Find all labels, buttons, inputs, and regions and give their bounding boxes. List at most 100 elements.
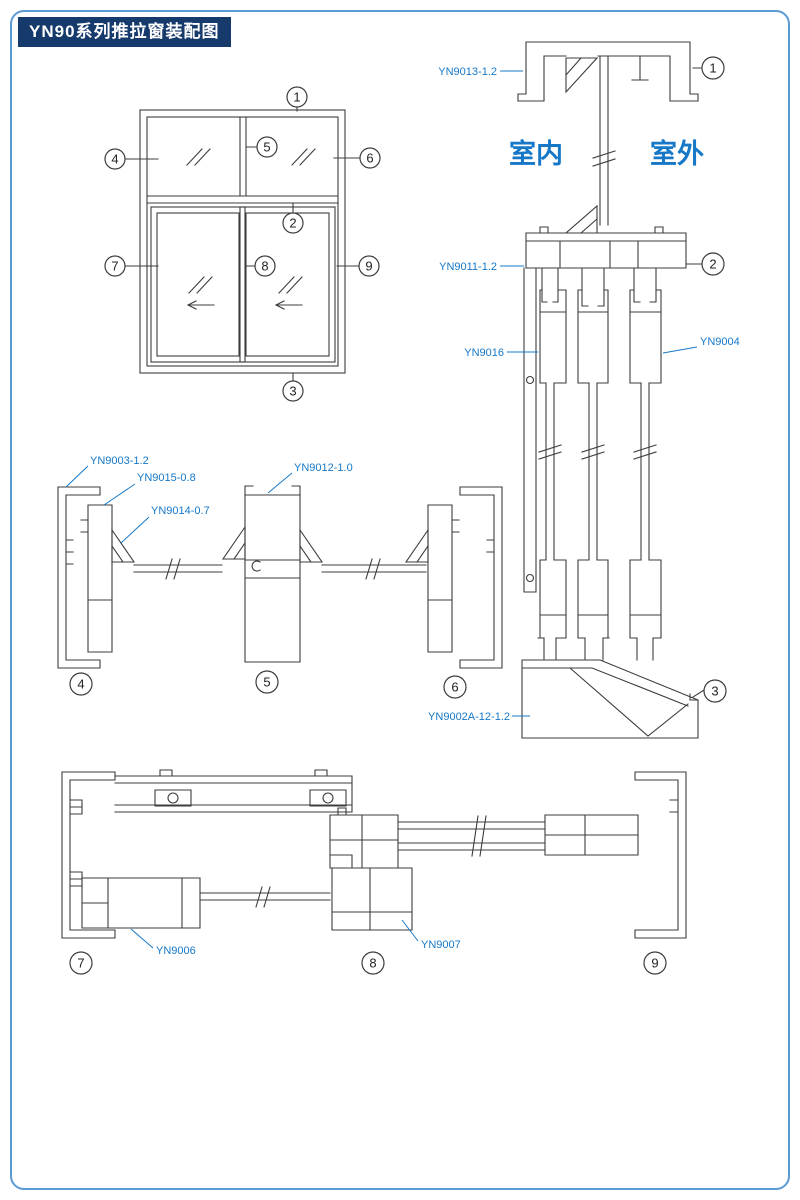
part-label-yn9004: YN9004 bbox=[700, 336, 740, 348]
callout-1: 1 bbox=[286, 86, 308, 108]
callout-1-section: 1 bbox=[701, 56, 725, 80]
callout-number: 6 bbox=[366, 151, 373, 166]
label-leader bbox=[120, 516, 150, 544]
stile-4-profile bbox=[80, 504, 136, 653]
callout-circle bbox=[104, 255, 126, 277]
screw-symbol bbox=[525, 573, 535, 583]
indoor-label: 室内 bbox=[509, 138, 563, 169]
callout-circle bbox=[282, 380, 304, 402]
outdoor-label: 室外 bbox=[650, 138, 704, 169]
slide-arrow-right-sash bbox=[275, 300, 303, 310]
callout-7: 7 bbox=[104, 255, 126, 277]
section-callout-leaders bbox=[686, 67, 705, 698]
callout-3: 3 bbox=[282, 380, 304, 402]
callout-4-section: 4 bbox=[69, 672, 93, 696]
slide-arrow-left-sash bbox=[187, 300, 215, 310]
callout-2-section: 2 bbox=[701, 252, 725, 276]
glass-hatch-marks bbox=[186, 148, 316, 294]
glass-upper bbox=[599, 104, 609, 226]
callout-number: 5 bbox=[263, 140, 270, 155]
label-leader bbox=[401, 919, 419, 942]
sash-bottom-rails bbox=[539, 559, 662, 639]
callout-number: 9 bbox=[365, 259, 372, 274]
left-sash-frame bbox=[150, 206, 246, 363]
mid-section-labels: YN9003-1.2 YN9015-0.8 YN9014-0.7 YN9012-… bbox=[65, 455, 353, 544]
glass-bottom-right-break bbox=[471, 815, 487, 857]
callout-number: 8 bbox=[369, 956, 376, 971]
callout-8: 8 bbox=[254, 255, 276, 277]
screw-symbol bbox=[322, 792, 334, 804]
part-label-yn9014: YN9014-0.7 bbox=[151, 505, 210, 517]
interlock-8-profile bbox=[329, 807, 413, 931]
callout-circle bbox=[255, 670, 279, 694]
callout-number: 4 bbox=[77, 677, 84, 692]
jamb-depth-bar bbox=[523, 267, 537, 593]
glass-left-break bbox=[165, 558, 181, 580]
vertical-section: 室内 室外 bbox=[428, 41, 740, 739]
callout-9-section: 9 bbox=[643, 951, 667, 975]
glass-right-break bbox=[365, 558, 381, 580]
elevation-view bbox=[124, 106, 361, 382]
label-leader bbox=[103, 483, 136, 506]
glass-break-mid bbox=[538, 444, 657, 460]
part-label-yn9011: YN9011-1.2 bbox=[439, 261, 497, 273]
bottom-section-labels: YN9006 YN9007 bbox=[130, 919, 461, 957]
horizontal-section-bottom: YN9006 YN9007 bbox=[61, 769, 687, 957]
glass-mid bbox=[545, 382, 650, 561]
callout-7-section: 7 bbox=[69, 951, 93, 975]
label-leader bbox=[130, 928, 154, 949]
jamb-7-profile bbox=[61, 771, 116, 939]
callout-circle bbox=[282, 212, 304, 234]
callout-4: 4 bbox=[104, 148, 126, 170]
callout-number: 7 bbox=[77, 956, 84, 971]
jamb-9-profile bbox=[634, 771, 687, 939]
label-leader bbox=[662, 346, 698, 354]
right-sash-frame bbox=[239, 206, 336, 363]
callout-number: 4 bbox=[111, 152, 118, 167]
callout-number: 8 bbox=[261, 259, 268, 274]
callout-circle bbox=[443, 675, 467, 699]
jamb-6-profile bbox=[459, 486, 503, 669]
elevation-callout-leaders bbox=[124, 106, 361, 382]
callout-number: 5 bbox=[263, 675, 270, 690]
screw-symbol bbox=[525, 375, 535, 385]
callout-8-section: 8 bbox=[361, 951, 385, 975]
callout-6: 6 bbox=[359, 147, 381, 169]
glass-bottom-left-break bbox=[255, 886, 271, 908]
vertical-section-labels: YN9013-1.2 YN9011-1.2 YN9016 YN9004 YN90… bbox=[428, 66, 740, 723]
callout-number: 1 bbox=[709, 61, 716, 76]
label-leader bbox=[65, 465, 89, 488]
callout-circle bbox=[256, 136, 278, 158]
callout-circle bbox=[361, 951, 385, 975]
page-title: YN90系列推拉窗装配图 bbox=[18, 17, 231, 48]
horizontal-section-mid: YN9003-1.2 YN9015-0.8 YN9014-0.7 YN9012-… bbox=[57, 455, 503, 669]
callout-circle bbox=[104, 148, 126, 170]
callout-circle bbox=[643, 951, 667, 975]
callout-6-section: 6 bbox=[443, 675, 467, 699]
callout-number: 9 bbox=[651, 956, 658, 971]
jamb-4-profile bbox=[57, 486, 101, 669]
callout-circle bbox=[69, 951, 93, 975]
screw-symbol bbox=[167, 792, 179, 804]
glass-bottom-left bbox=[199, 892, 331, 901]
window-inner-frame bbox=[146, 116, 339, 367]
right-sash-frame-inner bbox=[245, 212, 330, 357]
window-outer-frame bbox=[139, 109, 346, 374]
callout-circle bbox=[701, 56, 725, 80]
callout-5-section: 5 bbox=[255, 670, 279, 694]
left-sash-rail bbox=[81, 877, 201, 929]
callout-circle bbox=[254, 255, 276, 277]
callout-number: 2 bbox=[709, 257, 716, 272]
callout-number: 3 bbox=[289, 384, 296, 399]
meeting-stile-5-profile bbox=[221, 485, 324, 663]
glass-break-upper bbox=[592, 150, 616, 167]
left-sash-frame-inner bbox=[156, 212, 240, 357]
callout-9: 9 bbox=[358, 255, 380, 277]
head-frame-profile bbox=[517, 41, 699, 106]
callout-number: 6 bbox=[451, 680, 458, 695]
callout-number: 2 bbox=[289, 216, 296, 231]
label-leader bbox=[267, 472, 293, 494]
top-mullion bbox=[239, 116, 247, 197]
callout-number: 1 bbox=[293, 90, 300, 105]
callout-number: 7 bbox=[111, 259, 118, 274]
